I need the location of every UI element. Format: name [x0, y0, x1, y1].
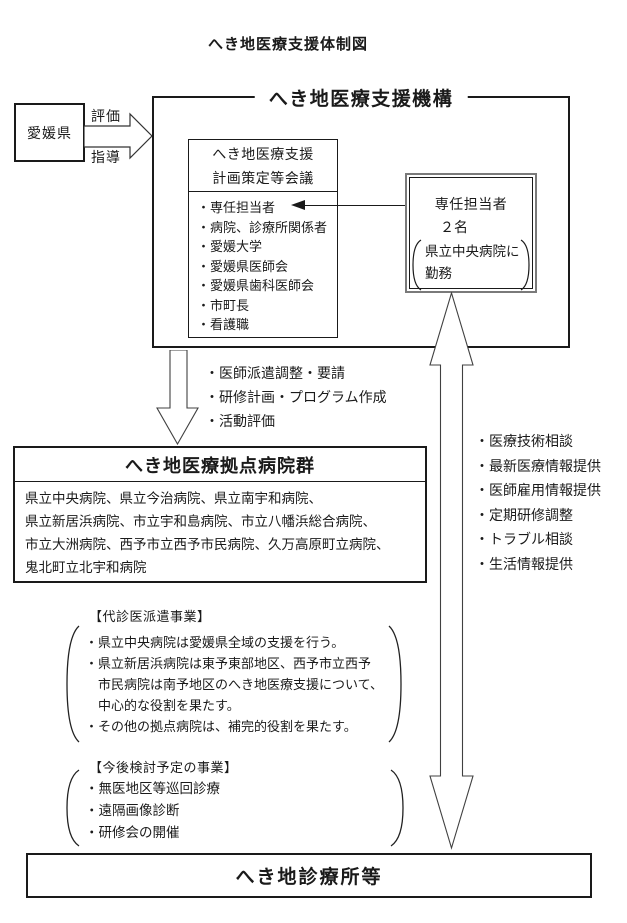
staff-note-line1: 県立中央病院に [425, 244, 520, 259]
dedicated-staff-box: 専任担当者 ２名 県立中央病院に 勤務 [405, 173, 537, 293]
staff-note: 県立中央病院に 勤務 [410, 239, 532, 291]
connector-line [304, 205, 405, 206]
list-item: ・愛媛県歯科医師会 [197, 278, 315, 293]
bidirectional-arrow [429, 292, 474, 850]
staff-title: 専任担当者 [434, 198, 508, 213]
list-item: ・研修会の開催 [85, 825, 180, 840]
list-item: ・病院、診療所関係者 [197, 219, 328, 235]
council-title: へき地医療支援 計画策定等会議 [189, 140, 337, 192]
list-item: ・その他の拠点病院は、補完的役割を果たす。 [85, 719, 357, 734]
dispatch-task-list: ・医師派遣調整・要請 ・研修計画・プログラム作成 ・活動評価 [205, 363, 387, 435]
hospital-group-title: へき地医療拠点病院群 [15, 448, 425, 482]
clinics-box: へき地診療所等 [26, 853, 592, 898]
paren-left [66, 625, 80, 743]
prefecture-box: 愛媛県 [14, 103, 85, 162]
support-organization-box: へき地医療支援機構 [152, 84, 570, 348]
list-item: ・医師派遣調整・要請 [205, 367, 345, 382]
council-box: へき地医療支援 計画策定等会議 ・専任担当者 ・病院、診療所関係者 ・愛媛大学 … [188, 139, 338, 338]
list-item: ・県立中央病院は愛媛県全域の支援を行う。 [85, 635, 345, 650]
council-member-list: ・専任担当者 ・病院、診療所関係者 ・愛媛大学 ・愛媛県医師会 ・愛媛県歯科医師… [189, 192, 337, 335]
paren-left [412, 239, 422, 291]
list-item: 中心的な役割を果たす。 [85, 698, 240, 713]
list-item: ・活動評価 [205, 415, 275, 430]
arrow-label-guidance: 指導 [91, 151, 121, 166]
list-item: ・遠隔画像診断 [85, 803, 180, 818]
locum-program-title: 【代診医派遣事業】 [89, 609, 211, 624]
hospital-group-list: 県立中央病院、県立今治病院、県立南宇和病院、 県立新居浜病院、市立宇和島病院、市… [15, 482, 425, 579]
clinics-label: へき地診療所等 [235, 867, 383, 888]
list-item: ・市町長 [197, 297, 250, 313]
list-item: ・医師雇用情報提供 [475, 484, 601, 499]
list-item: ・最新医療情報提供 [475, 459, 601, 475]
support-organization-title: へき地医療支援機構 [254, 84, 468, 111]
staff-note-line2: 勤務 [425, 266, 452, 281]
support-service-list: ・医療技術相談 ・最新医療情報提供 ・医師雇用情報提供 ・定期研修調整 ・トラブ… [475, 431, 601, 578]
council-title-line2: 計画策定等会議 [212, 172, 314, 187]
hospital-group-box: へき地医療拠点病院群 県立中央病院、県立今治病院、県立南宇和病院、 県立新居浜病… [13, 446, 427, 583]
dedicated-staff-inner: 専任担当者 ２名 県立中央病院に 勤務 [409, 177, 533, 291]
list-item: ・研修計画・プログラム作成 [205, 391, 387, 406]
paren-right [388, 625, 402, 743]
list-item: ・愛媛大学 [197, 239, 263, 254]
list-item: 市民病院は南予地区のへき地医療支援について、 [85, 677, 383, 692]
paren-right [520, 239, 530, 291]
future-program-lines: ・無医地区等巡回診療 ・遠隔画像診断 ・研修会の開催 [85, 778, 220, 844]
list-item: 県立新居浜病院、市立宇和島病院、市立八幡浜総合病院、 [25, 514, 376, 529]
staff-count: ２名 [440, 221, 468, 236]
list-item: ・生活情報提供 [475, 557, 573, 573]
page-title: へき地医療支援体制図 [207, 36, 368, 53]
list-item: ・無医地区等巡回診療 [85, 781, 220, 796]
prefecture-label: 愛媛県 [27, 126, 72, 142]
paren-right [390, 769, 404, 847]
staff-note-text: 県立中央病院に 勤務 [422, 239, 520, 291]
arrow-label-evaluation: 評価 [91, 110, 121, 125]
list-item: ・定期研修調整 [475, 508, 573, 524]
right-block-arrow [84, 112, 153, 160]
list-item: 鬼北町立北宇和病院 [25, 560, 147, 575]
list-item: ・医療技術相談 [475, 435, 573, 450]
list-item: ・看護職 [197, 317, 250, 332]
paren-left [66, 769, 80, 847]
list-item: 市立大洲病院、西予市立西予市民病院、久万高原町立病院、 [25, 537, 390, 552]
list-item: ・県立新居浜病院は東予東部地区、西予市立西予 [85, 656, 372, 671]
list-item: ・愛媛県医師会 [197, 258, 289, 274]
down-block-arrow [156, 350, 199, 445]
locum-program-lines: ・県立中央病院は愛媛県全域の支援を行う。 ・県立新居浜病院は東予東部地区、西予市… [85, 632, 383, 737]
list-item: ・トラブル相談 [475, 533, 573, 548]
list-item: ・専任担当者 [197, 200, 276, 215]
list-item: 県立中央病院、県立今治病院、県立南宇和病院、 [25, 491, 322, 506]
future-program-title: 【今後検討予定の事業】 [89, 760, 238, 775]
council-title-line1: へき地医療支援 [212, 148, 314, 163]
left-arrowhead [291, 200, 305, 210]
